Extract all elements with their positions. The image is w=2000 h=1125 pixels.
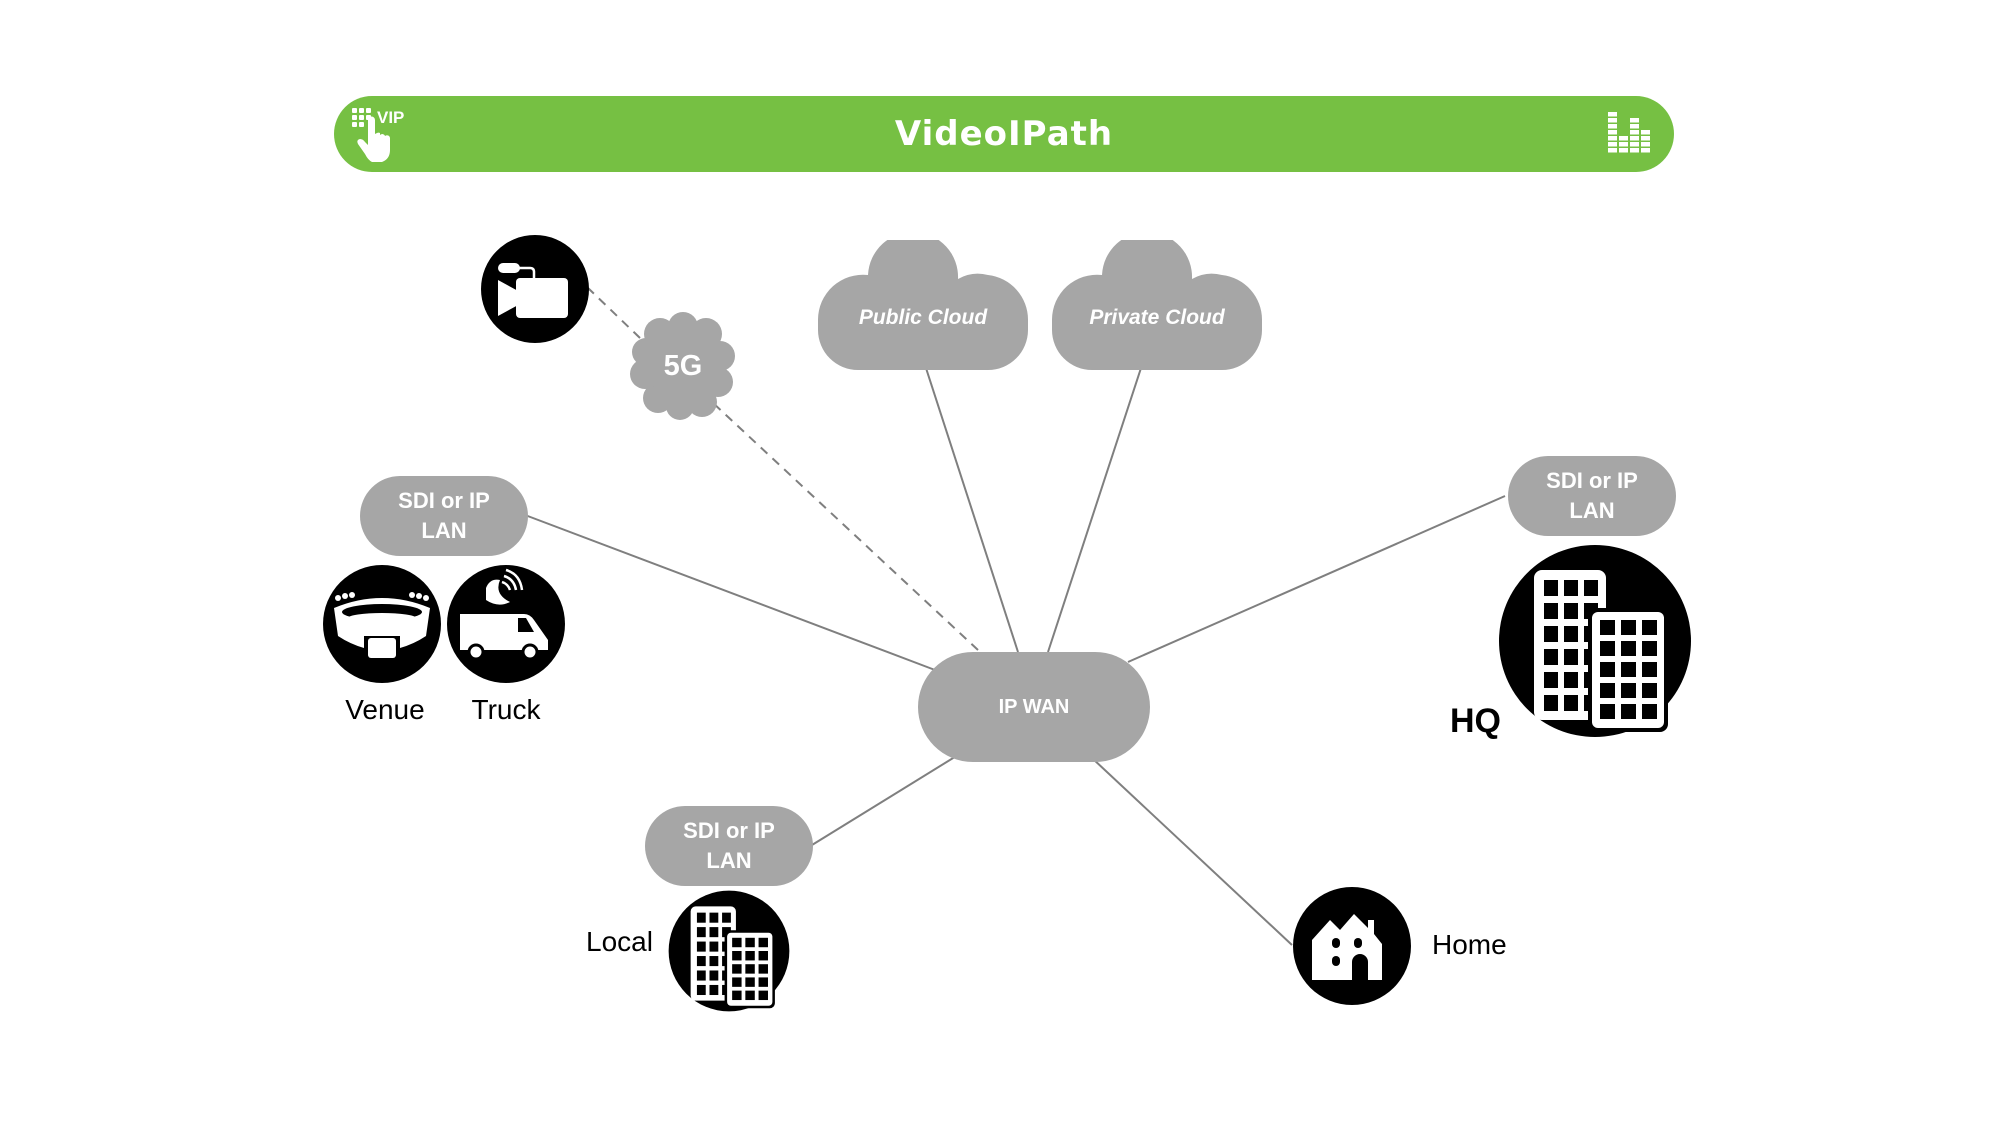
lan-left-line1: SDI or IP xyxy=(398,488,490,513)
local-office-buildings-icon xyxy=(668,890,790,1012)
lan-left-node: SDI or IP LAN xyxy=(360,476,528,556)
hq-caption: HQ xyxy=(1450,702,1501,740)
venue-caption: Venue xyxy=(345,694,425,725)
logo-text: VIP xyxy=(377,108,404,127)
broadcast-truck-icon xyxy=(447,565,565,683)
private-cloud-label: Private Cloud xyxy=(1089,306,1225,329)
app-banner: VIP VideoIPath xyxy=(334,96,1674,172)
lan-bottom-line1: SDI or IP xyxy=(683,818,775,843)
link-wan-private-cloud xyxy=(1047,364,1143,653)
ip-wan-node: IP WAN xyxy=(918,652,1150,762)
lan-bottom-line2: LAN xyxy=(706,848,752,873)
lan-right-line1: SDI or IP xyxy=(1546,468,1638,493)
touch-keypad-icon: VIP xyxy=(352,108,404,162)
5g-cloud xyxy=(630,312,735,420)
page-title: VideoIPath xyxy=(894,114,1114,154)
lan-left-line2: LAN xyxy=(421,518,467,543)
video-camera-icon xyxy=(481,235,589,343)
home-caption: Home xyxy=(1432,929,1507,960)
lan-bottom-node: SDI or IP LAN xyxy=(645,806,813,886)
5g-label: 5G xyxy=(663,350,703,382)
private-cloud xyxy=(1052,240,1262,370)
link-wan-lan-bottom xyxy=(811,754,959,846)
link-wan-public-cloud xyxy=(924,364,1019,653)
link-wan-5g xyxy=(711,401,979,651)
equalizer-bars-icon xyxy=(1608,112,1650,153)
link-wan-lan-right xyxy=(1127,495,1506,663)
lan-right-node: SDI or IP LAN xyxy=(1508,456,1676,536)
stadium-icon xyxy=(323,565,441,683)
link-wan-home xyxy=(1091,757,1293,946)
public-cloud xyxy=(818,240,1028,370)
link-wan-lan-left xyxy=(524,514,936,671)
lan-right-line2: LAN xyxy=(1569,498,1615,523)
public-cloud-label: Public Cloud xyxy=(858,306,988,329)
link-5g-camera xyxy=(587,287,641,339)
local-caption: Local xyxy=(586,926,653,957)
hq-office-buildings-icon xyxy=(1499,545,1691,737)
truck-caption: Truck xyxy=(471,694,541,725)
house-icon xyxy=(1293,887,1411,1005)
